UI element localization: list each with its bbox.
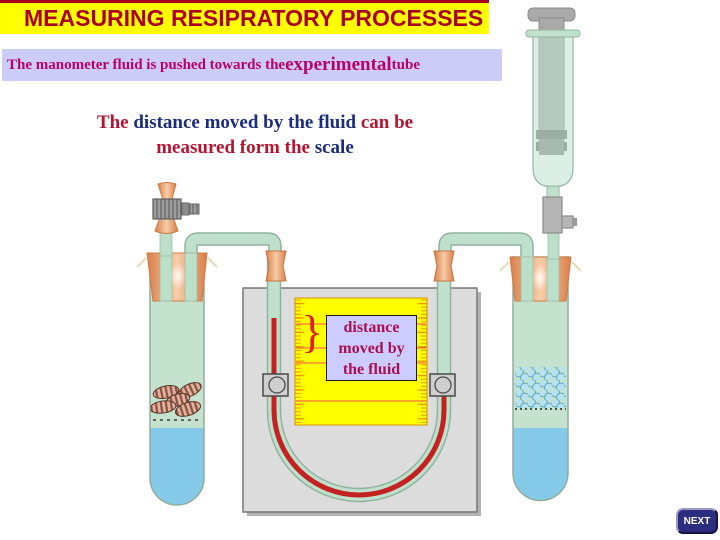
right-tubing-coupler [433, 250, 455, 282]
right-connecting-tube [438, 232, 534, 258]
left-connecting-tube [184, 232, 282, 258]
syringe [525, 7, 581, 260]
next-button[interactable]: NEXT [676, 508, 718, 534]
statement-distance-phrase: distance moved by the fluid [133, 112, 357, 133]
statement-line-1: The distance moved by the fluid can be [40, 110, 470, 135]
left-tubing-coupler [265, 250, 287, 282]
left-tube-liquid [150, 428, 204, 505]
page-title: MEASURING RESIPRATORY PROCESSES [24, 5, 484, 31]
banner-text-pre: The manometer fluid is pushed towards th… [7, 56, 286, 73]
left-test-tube [136, 252, 218, 506]
screw-clip [152, 182, 200, 257]
right-clamp [429, 373, 456, 397]
glass-beads [515, 367, 566, 408]
statement-measured: measured form the [156, 137, 315, 158]
title-bar: MEASURING RESIPRATORY PROCESSES [0, 0, 489, 34]
banner: The manometer fluid is pushed towards th… [2, 49, 502, 81]
statement: The distance moved by the fluid can be m… [40, 110, 470, 160]
next-button-label: NEXT [683, 515, 711, 527]
statement-can-be: can be [356, 112, 414, 133]
right-test-tube [499, 256, 582, 502]
distance-brace: } [301, 306, 324, 357]
left-clamp [262, 373, 289, 397]
manometer-u-tube [266, 252, 452, 503]
manometer-fluid [271, 318, 447, 498]
statement-the: The [96, 112, 134, 133]
three-way-tap [542, 196, 577, 234]
banner-text-emphasis: experimental [285, 54, 392, 75]
syringe-flange [525, 29, 581, 38]
organisms [149, 382, 202, 417]
right-tube-liquid [513, 428, 568, 501]
statement-line-2: measured form the scale [40, 135, 470, 160]
fluid-distance-label: distance moved by the fluid [326, 315, 417, 381]
syringe-barrel [532, 32, 574, 188]
statement-scale: scale [314, 137, 354, 158]
banner-text-post: tube [391, 56, 421, 73]
